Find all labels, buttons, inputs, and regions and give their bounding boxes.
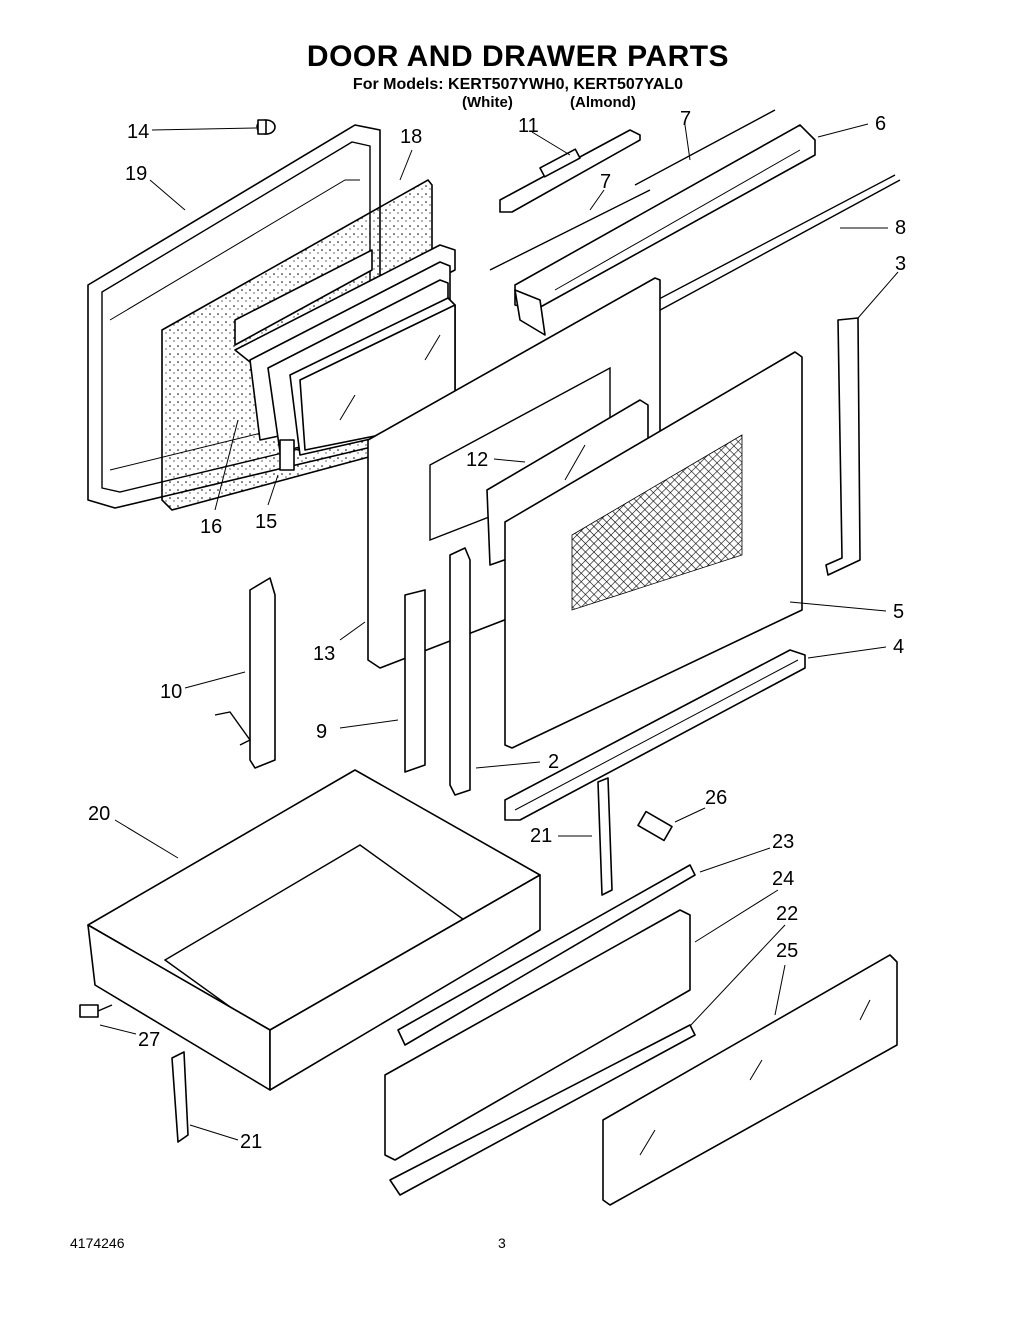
callout-5: 5 xyxy=(893,601,904,623)
callout-21-lower: 21 xyxy=(240,1131,262,1153)
callout-8: 8 xyxy=(895,217,906,239)
callout-7b: 7 xyxy=(600,171,611,193)
callout-12: 12 xyxy=(466,449,488,471)
part-2-channel xyxy=(449,547,471,796)
part-21-slide-lower xyxy=(171,1051,189,1143)
models-line: For Models: KERT507YWH0, KERT507YAL0 xyxy=(352,76,684,93)
callout-14: 14 xyxy=(127,121,149,143)
callout-20: 20 xyxy=(88,803,110,825)
callout-7a: 7 xyxy=(680,108,691,130)
variant-almond: (Almond) xyxy=(570,94,636,111)
callout-2: 2 xyxy=(548,751,559,773)
callout-3: 3 xyxy=(895,253,906,275)
callout-25: 25 xyxy=(776,940,798,962)
page-number: 3 xyxy=(498,1235,506,1251)
page-title: DOOR AND DRAWER PARTS xyxy=(306,40,730,73)
part-10-hinge xyxy=(214,577,276,769)
leader-lines xyxy=(99,123,899,1141)
callout-26: 26 xyxy=(705,787,727,809)
part-5-outer-door-panel xyxy=(504,351,803,749)
part-6-vent-channel xyxy=(514,124,816,336)
callout-15: 15 xyxy=(255,511,277,533)
callout-21-upper: 21 xyxy=(530,825,552,847)
callout-11: 11 xyxy=(518,115,539,137)
variant-white: (White) xyxy=(462,94,513,111)
callout-16: 16 xyxy=(200,516,222,538)
part-23-trim-strip xyxy=(397,864,696,1046)
part-4-bottom-trim xyxy=(504,649,806,821)
part-20-drawer-box xyxy=(87,769,541,1091)
part-27-screw xyxy=(79,1004,113,1018)
callout-18: 18 xyxy=(400,126,422,148)
part-3-side-trim xyxy=(825,317,861,576)
callout-22: 22 xyxy=(776,903,798,925)
callout-4: 4 xyxy=(893,636,904,658)
part-9-channel xyxy=(404,589,426,773)
part-25-drawer-panel xyxy=(602,954,898,1206)
part-22-bottom-trim xyxy=(389,1024,696,1196)
callout-24: 24 xyxy=(772,868,794,890)
callout-labels: 14 18 19 11 7 7 6 8 3 12 16 15 10 13 9 2… xyxy=(88,108,906,1153)
part-7-clips xyxy=(489,109,776,271)
part-21-slide-upper xyxy=(597,777,613,896)
part-24-drawer-front xyxy=(384,909,691,1161)
callout-19: 19 xyxy=(125,163,147,185)
document-number: 4174246 xyxy=(70,1235,125,1251)
callout-13: 13 xyxy=(313,643,335,665)
part-14-screw xyxy=(256,119,276,135)
callout-9: 9 xyxy=(316,721,327,743)
callout-27: 27 xyxy=(138,1029,160,1051)
part-11-bracket xyxy=(499,129,641,213)
callout-23: 23 xyxy=(772,831,794,853)
callout-6: 6 xyxy=(875,113,886,135)
part-26-stop xyxy=(637,810,673,842)
callout-10: 10 xyxy=(160,681,182,703)
